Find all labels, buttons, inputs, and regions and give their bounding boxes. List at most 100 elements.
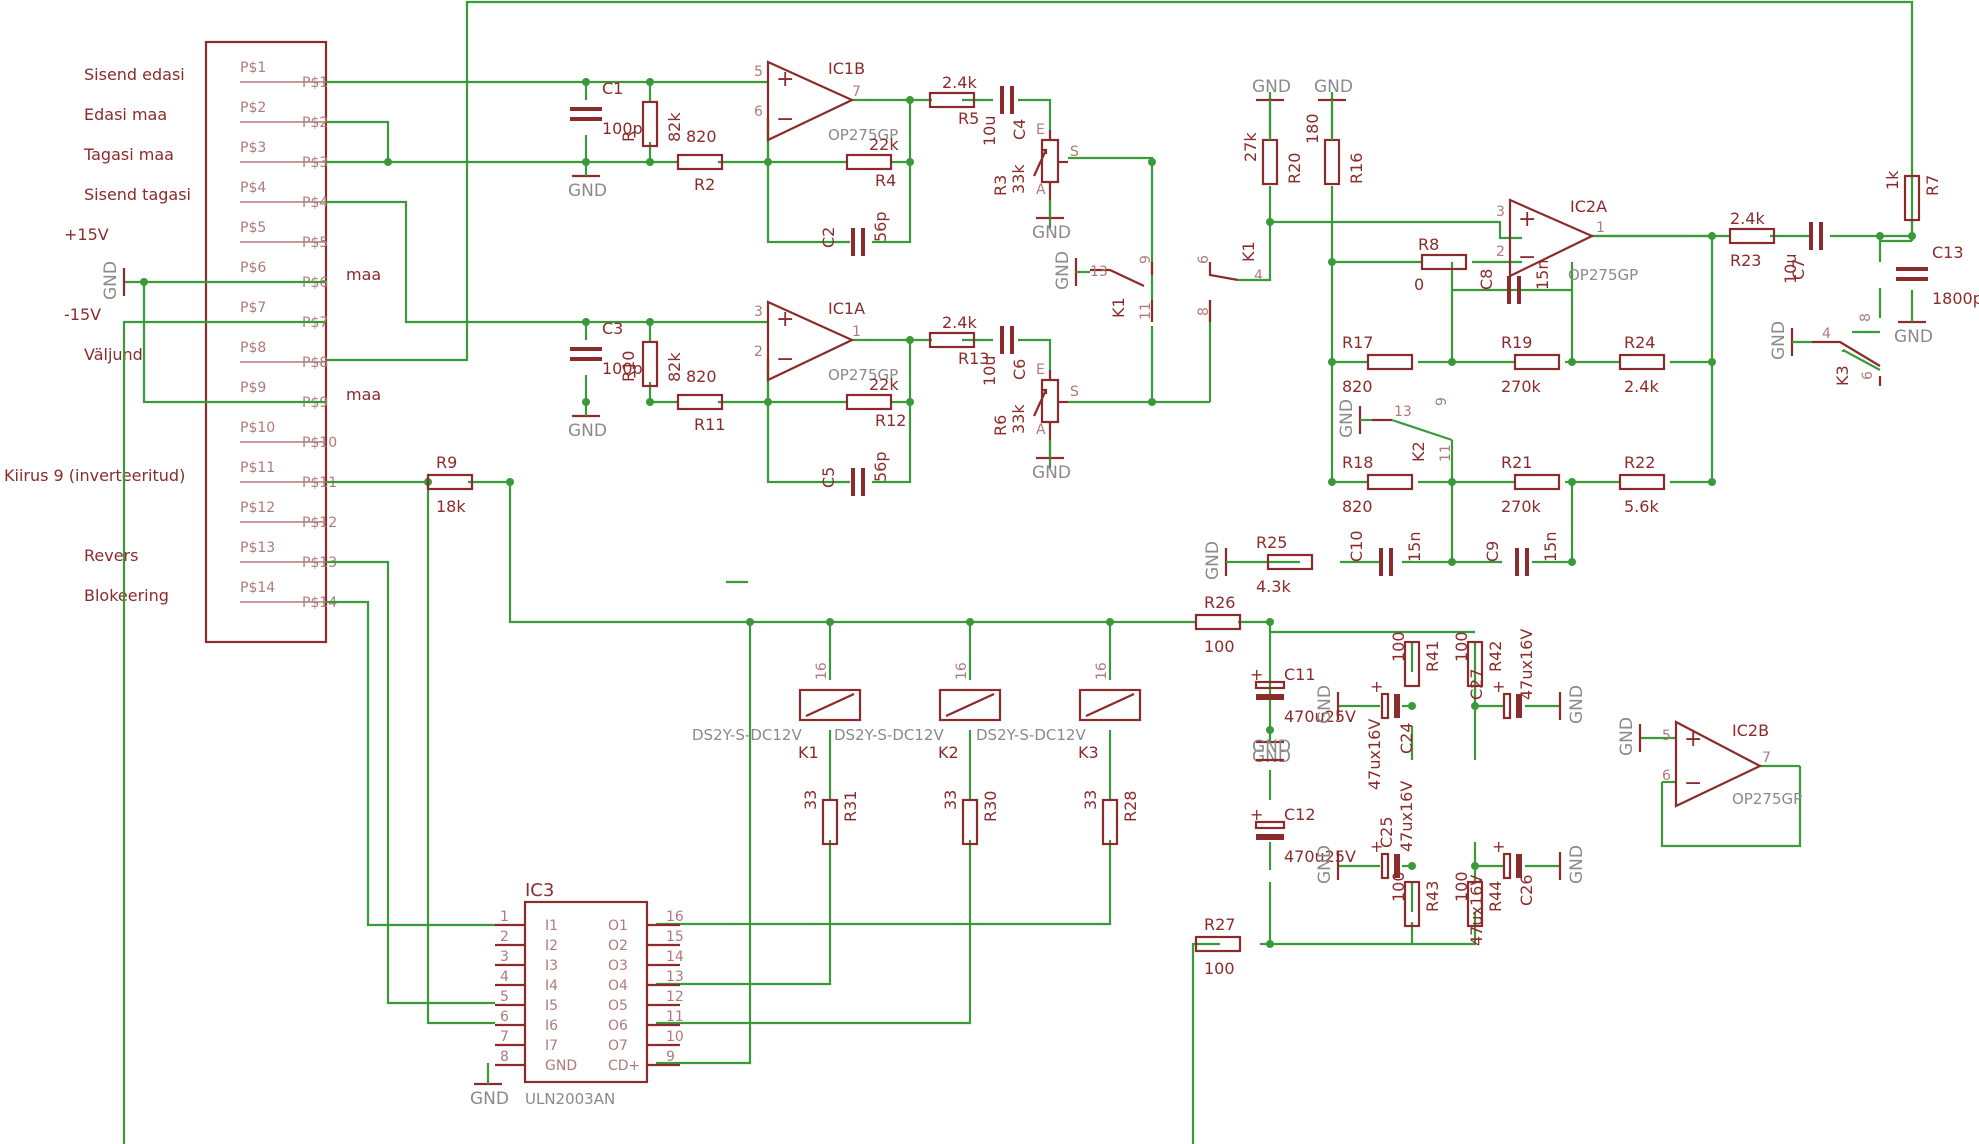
component-name: R21 <box>1501 453 1532 472</box>
pin-number: 6 <box>1196 255 1212 264</box>
component-name: R26 <box>1204 593 1235 612</box>
connector-pin-label: P$1 <box>240 60 266 76</box>
pin-name: I5 <box>545 998 558 1014</box>
pin-name: O4 <box>608 978 628 994</box>
component-value: 2.4k <box>942 73 977 92</box>
pin-number: 1 <box>1596 220 1605 236</box>
relay-switch-k1a: 13 9 11 K1 <box>1090 255 1154 322</box>
pin-number: 1 <box>500 909 509 925</box>
connector-pin-label: P$9 <box>240 380 266 396</box>
component-name: R12 <box>875 411 906 430</box>
pin-number: 9 <box>666 1049 675 1065</box>
junction-dot <box>1708 478 1716 486</box>
svg-text:GND: GND <box>1337 399 1357 438</box>
component-name: C27 <box>1467 668 1486 700</box>
opamp-name: IC1A <box>828 299 865 318</box>
component-name: C4 <box>1010 119 1029 140</box>
component-value: 15n <box>1405 532 1424 563</box>
pin-name: I4 <box>545 978 558 994</box>
junction-dot <box>646 398 654 406</box>
component-name: R22 <box>1624 453 1655 472</box>
opamp-name: IC1B <box>828 59 865 78</box>
component-value: 18k <box>436 497 466 516</box>
pin-number: 11 <box>666 1009 684 1025</box>
component-value: 82k <box>665 112 684 142</box>
polarity-mark: + <box>1370 837 1383 856</box>
pin-number: 6 <box>754 104 763 120</box>
component-name: C13 <box>1932 243 1964 262</box>
relay-switch-k1b: 6 4 8 K1 <box>1196 241 1263 322</box>
junction-dot <box>1106 618 1114 626</box>
gnd-symbol: GND <box>1053 251 1078 290</box>
relay-name: K2 <box>1409 441 1428 462</box>
connector-pin-label: P$7 <box>240 300 266 316</box>
component-value: 1k <box>1883 170 1902 190</box>
junction-dot <box>1908 232 1916 240</box>
gnd-symbol: GND <box>1032 456 1071 483</box>
pin-number: 3 <box>500 949 509 965</box>
relay-coil-k2: DS2Y-S-DC12V K2 16 <box>834 662 1002 762</box>
component-value: 0 <box>1414 275 1424 294</box>
connector-pin-label: P$14 <box>302 595 337 611</box>
pin-name: O2 <box>608 938 628 954</box>
svg-text:+: + <box>1684 727 1702 752</box>
component-value: 33 <box>801 790 820 810</box>
pin-name: O1 <box>608 918 628 934</box>
pin-number: 16 <box>1094 662 1110 680</box>
svg-text:−: − <box>776 347 794 372</box>
gnd-symbol: GND <box>1894 320 1933 347</box>
junction-dot <box>1148 158 1156 166</box>
svg-text:GND: GND <box>568 181 607 201</box>
component-value: 82k <box>665 352 684 382</box>
junction-dot <box>764 398 772 406</box>
gnd-symbol: GND <box>1315 845 1340 884</box>
pin-number: 14 <box>666 949 684 965</box>
opamp-ic2b: + − IC2B OP275GP 5 6 7 <box>1662 720 1802 808</box>
polarity-mark: + <box>1370 677 1383 696</box>
gnd-symbol: GND <box>1203 541 1228 580</box>
pin-number: 4 <box>500 969 509 985</box>
svg-text:+: + <box>1518 207 1536 232</box>
component-name: R3 <box>991 175 1010 196</box>
component-name: R6 <box>991 415 1010 436</box>
svg-text:GND: GND <box>1053 251 1073 290</box>
component-value: 15n <box>1541 532 1560 563</box>
junction-dot <box>1448 478 1456 486</box>
connector-pin-label: P$5 <box>240 220 266 236</box>
component-name: R9 <box>436 453 457 472</box>
junction-dot <box>1266 618 1274 626</box>
connector-pin-label: P$14 <box>240 580 275 596</box>
component-name: C2 <box>819 227 838 248</box>
component-name: R7 <box>1923 175 1942 196</box>
relay-name: K2 <box>938 743 959 762</box>
pin-name: O7 <box>608 1038 628 1054</box>
junctions <box>140 78 1916 948</box>
pin-number: 9 <box>1434 397 1450 406</box>
signal-label: Blokeering <box>84 586 169 605</box>
junction-dot <box>506 478 514 486</box>
component-name: C12 <box>1284 805 1316 824</box>
connector-pin-label: P$6 <box>240 260 266 276</box>
